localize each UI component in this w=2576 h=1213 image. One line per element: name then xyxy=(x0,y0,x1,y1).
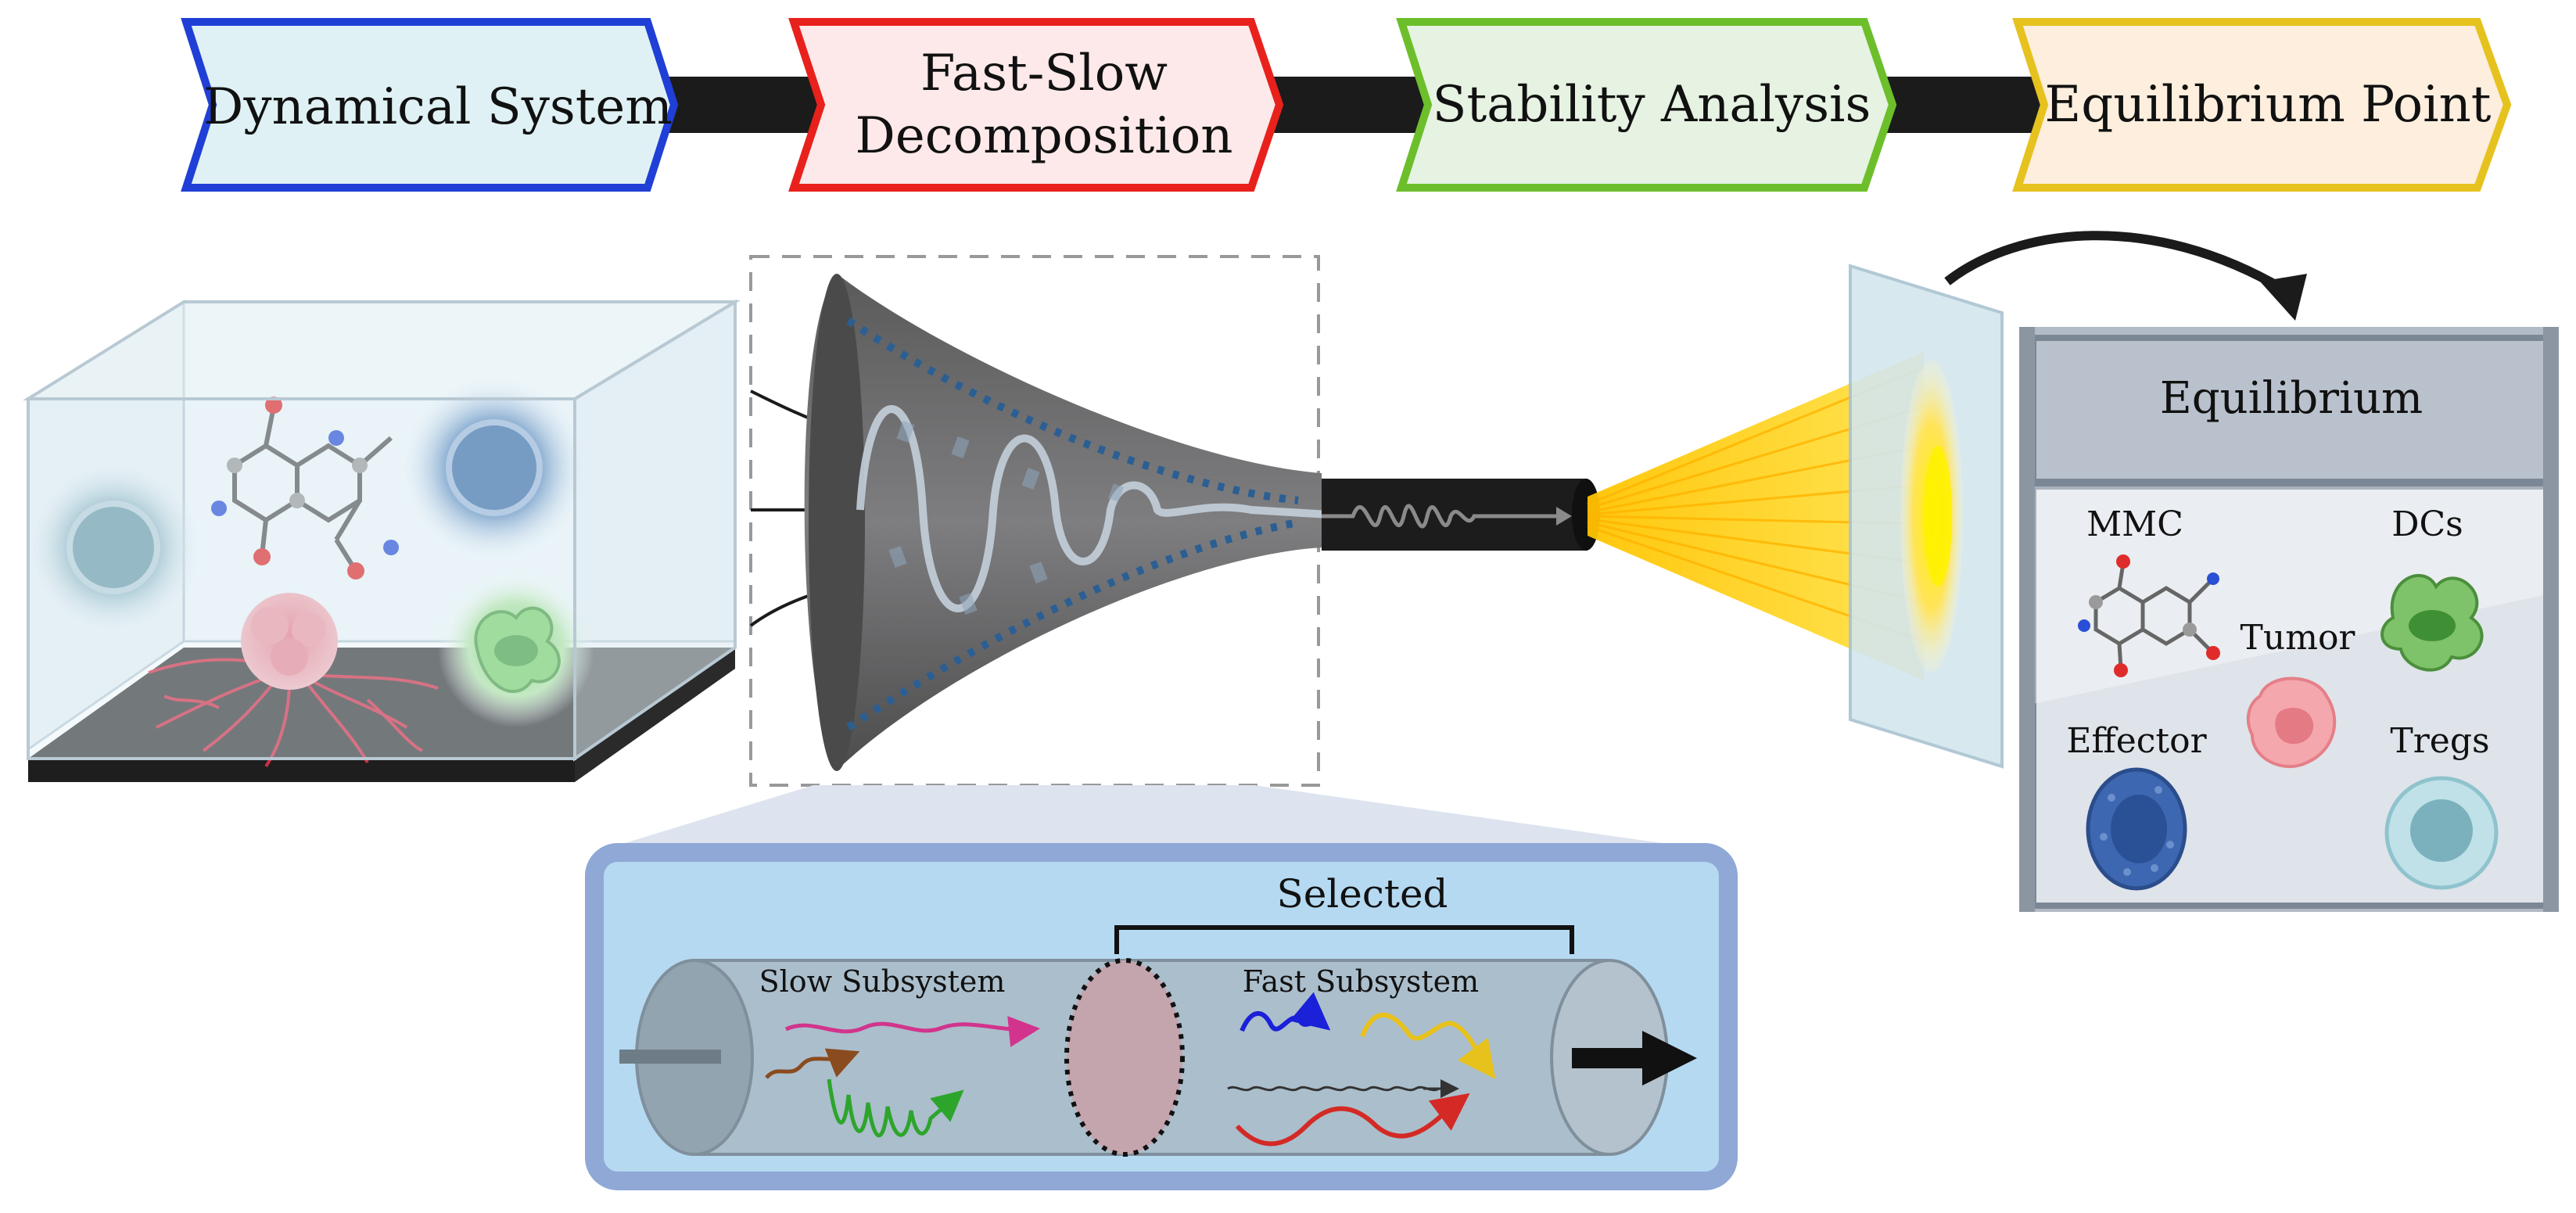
cell-label-dcs: DCs xyxy=(2391,504,2463,544)
cell-label-tumor: Tumor xyxy=(2241,618,2356,658)
dc-cell-icon xyxy=(2380,573,2484,672)
to-equilibrium-arrow xyxy=(1944,231,2287,294)
slow-trajectory-brown xyxy=(765,1048,860,1079)
equilibrium-panel: Equilibrium MMC DCs Tumor Effector Tregs xyxy=(2019,327,2559,912)
fast-trajectory-blue xyxy=(1240,992,1331,1032)
step-label-line2: Decomposition xyxy=(856,107,1233,165)
step-fast-slow-decomposition: Fast-Slow Decomposition xyxy=(788,18,1284,192)
selected-label: Selected xyxy=(1276,871,1448,917)
dendritic-cell-icon xyxy=(438,571,594,727)
selected-bracket xyxy=(1114,925,1574,954)
blue-immune-cell-icon xyxy=(404,378,584,558)
step-label: Stability Analysis xyxy=(1433,76,1871,134)
fast-trajectory-red xyxy=(1235,1093,1470,1147)
slow-trajectory-green xyxy=(827,1078,964,1138)
decomposition-panel: Selected Slow Subsystem Fast Subsystem xyxy=(585,785,1738,1190)
cell-label-tregs: Tregs xyxy=(2390,721,2489,761)
slow-trajectory-pink xyxy=(784,1016,1040,1047)
slow-subsystem-label: Slow Subsystem xyxy=(759,964,1006,999)
teal-immune-cell-icon xyxy=(27,461,199,633)
selected-disc xyxy=(1064,958,1185,1157)
step-equilibrium-point: Equilibrium Point xyxy=(2012,18,2512,192)
fast-trajectory-thin xyxy=(1227,1079,1459,1098)
tumor-cell-icon xyxy=(148,593,439,768)
treg-cell-icon xyxy=(2384,776,2499,890)
process-flow: Dynamical System Fast-Slow Decomposition… xyxy=(181,18,2512,192)
effector-cell-icon xyxy=(2086,767,2187,891)
step-dynamical-system: Dynamical System xyxy=(181,18,679,192)
step-stability-analysis: Stability Analysis xyxy=(1396,18,1897,192)
mmc-molecule-icon xyxy=(2078,554,2220,677)
fast-subsystem-label: Fast Subsystem xyxy=(1243,964,1479,999)
fast-trajectory-yellow xyxy=(1360,1012,1496,1079)
fast-slow-funnel xyxy=(749,255,1600,787)
step-label: Equilibrium Point xyxy=(2045,76,2492,134)
stability-beam xyxy=(1587,264,2004,769)
step-label: Dynamical System xyxy=(203,78,673,136)
cell-label-mmc: MMC xyxy=(2086,504,2183,544)
cell-label-effector: Effector xyxy=(2066,721,2207,761)
equilibrium-title: Equilibrium xyxy=(2160,373,2423,424)
tumor-icon xyxy=(2246,676,2337,768)
dynamical-system-box xyxy=(23,299,741,782)
molecule-icon xyxy=(211,397,399,580)
step-label-line1: Fast-Slow xyxy=(920,45,1168,102)
